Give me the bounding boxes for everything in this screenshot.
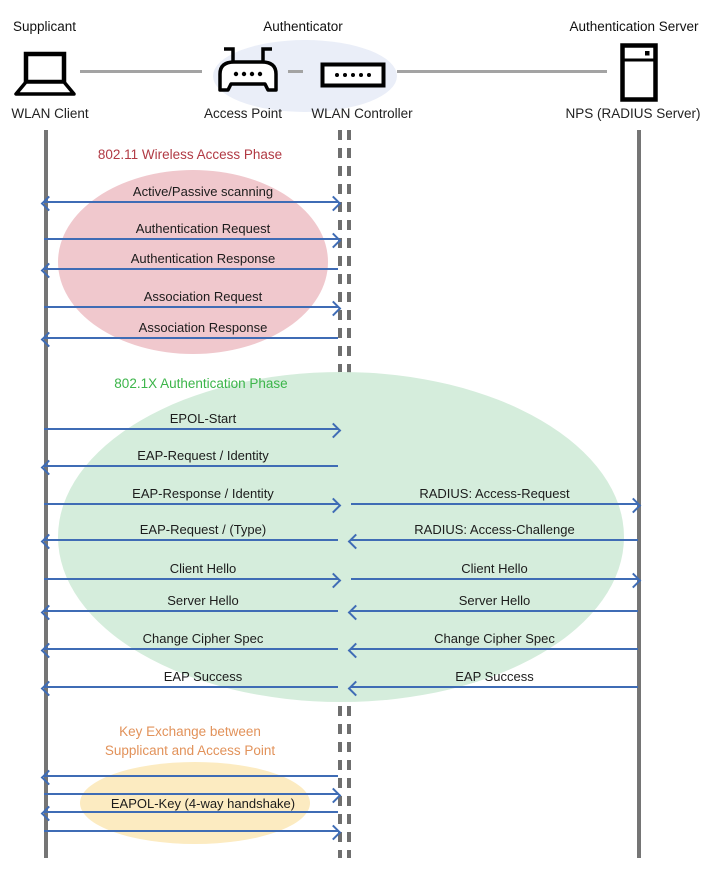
message-label: Association Request (143, 289, 263, 304)
access-point-icon (218, 47, 278, 92)
message-label: Association Response (138, 320, 268, 335)
connector-line-segment (288, 70, 303, 73)
message-label: EAP-Response / Identity (132, 486, 274, 501)
message-label: RADIUS: Access-Request (419, 486, 570, 501)
caption-access-point: Access Point (203, 106, 283, 121)
message-label: Authentication Request (135, 221, 271, 236)
message-label: Change Cipher Spec (142, 631, 264, 646)
message-active-passive-scanning: Active/Passive scanning (40, 184, 342, 211)
message-label: EAPOL-Key (4-way handshake) (110, 796, 296, 811)
caption-nps-radius-server: NPS (RADIUS Server) (565, 106, 701, 121)
lifeline-supplicant (44, 130, 48, 858)
phase-ellipse-8021x (58, 372, 624, 702)
message-label: Active/Passive scanning (132, 184, 274, 199)
message-eap-request-type: EAP-Request / (Type) (40, 522, 338, 549)
caption-wlan-controller: WLAN Controller (311, 106, 413, 121)
message-eap-request-identity: EAP-Request / Identity (40, 448, 338, 475)
message-authentication-request: Authentication Request (44, 221, 342, 248)
actor-role-supplicant: Supplicant (13, 19, 77, 34)
message-label: EPOL-Start (169, 411, 237, 426)
caption-wlan-client: WLAN Client (11, 106, 89, 121)
wlan-controller-icon (320, 62, 386, 88)
message-eapol-key-3: EAPOL-Key (4-way handshake) (40, 796, 338, 821)
message-eap-response-identity: EAP-Response / Identity (44, 486, 342, 513)
phase-title-8021x: 802.1X Authentication Phase (114, 376, 288, 391)
message-association-response: Association Response (40, 320, 338, 347)
connector-line-segment (397, 70, 607, 73)
message-label: EAP Success (455, 669, 534, 684)
connector-line-segment (80, 70, 202, 73)
message-epol-start: EPOL-Start (44, 411, 342, 438)
message-eapol-key-1 (40, 769, 338, 785)
message-label: Server Hello (458, 593, 531, 608)
message-label: Change Cipher Spec (434, 631, 555, 646)
laptop-icon (14, 51, 76, 96)
message-client-hello-left: Client Hello (44, 561, 342, 588)
message-association-request: Association Request (44, 289, 342, 316)
phase-title-key-exchange-line1: Key Exchange between (119, 724, 261, 739)
message-change-cipher-spec-left: Change Cipher Spec (40, 631, 338, 658)
message-server-hello-left: Server Hello (40, 593, 338, 620)
message-radius-access-challenge: RADIUS: Access-Challenge (347, 522, 638, 549)
phase-title-80211: 802.11 Wireless Access Phase (97, 147, 283, 162)
actor-role-authenticator: Authenticator (263, 19, 343, 34)
message-label: EAP Success (163, 669, 243, 684)
phase-title-key-exchange: Key Exchange between Supplicant and Acce… (44, 722, 336, 760)
message-label: Client Hello (169, 561, 237, 576)
message-authentication-response: Authentication Response (40, 251, 338, 278)
lifeline-authentication-server (637, 130, 641, 858)
message-server-hello-right: Server Hello (347, 593, 638, 620)
message-eapol-key-4 (44, 824, 342, 840)
message-change-cipher-spec-right: Change Cipher Spec (347, 631, 638, 658)
actor-role-authentication-server: Authentication Server (569, 19, 699, 34)
message-label: EAP-Request / (Type) (139, 522, 267, 537)
message-label: RADIUS: Access-Challenge (414, 522, 575, 537)
message-label: Authentication Response (130, 251, 276, 266)
message-label: Client Hello (461, 561, 528, 576)
message-label: EAP-Request / Identity (137, 448, 269, 463)
phase-ellipse-80211 (58, 170, 328, 354)
message-client-hello-right: Client Hello (351, 561, 642, 588)
message-eap-success-left: EAP Success (40, 669, 338, 696)
phase-title-key-exchange-line2: Supplicant and Access Point (104, 743, 276, 758)
message-eapol-key-2 (44, 787, 342, 803)
message-radius-access-request: RADIUS: Access-Request (351, 486, 642, 513)
message-eap-success-right: EAP Success (347, 669, 638, 696)
message-label: Server Hello (167, 593, 239, 608)
server-icon (620, 43, 658, 102)
